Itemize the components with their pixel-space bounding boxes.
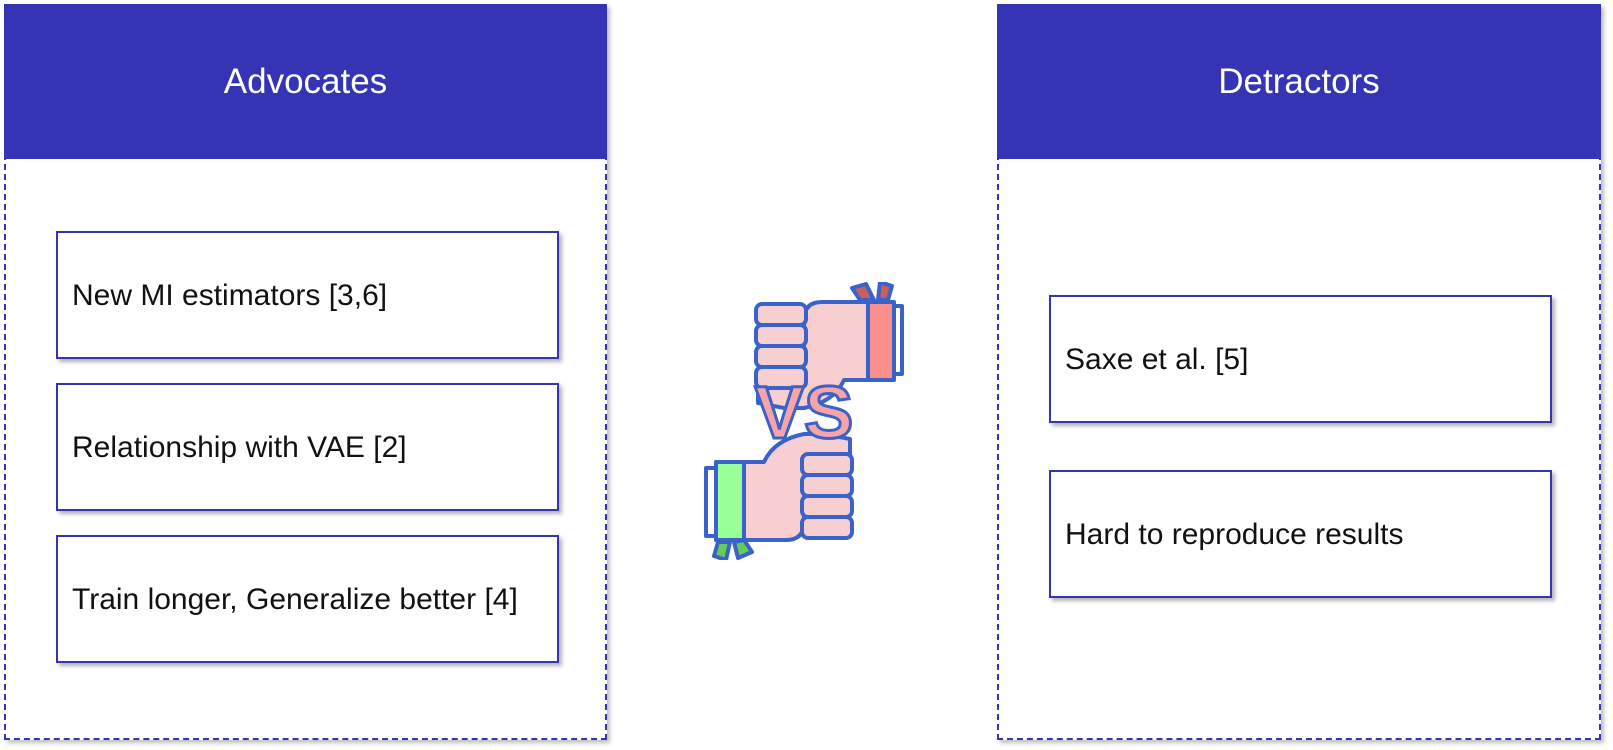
advocate-item: New MI estimators [3,6] — [56, 231, 559, 359]
advocate-item: Relationship with VAE [2] — [56, 383, 559, 511]
left-fist-icon — [704, 432, 854, 560]
vs-label: VS — [755, 371, 854, 454]
detractors-panel: Detractors Saxe et al. [5] Hard to repro… — [997, 4, 1601, 740]
advocate-item: Train longer, Generalize better [4] — [56, 535, 559, 663]
advocates-header: Advocates — [4, 4, 607, 159]
fist-bump-vs-icon: VS — [704, 282, 904, 560]
detractor-item: Hard to reproduce results — [1049, 470, 1552, 598]
detractor-item: Saxe et al. [5] — [1049, 295, 1552, 423]
detractors-header: Detractors — [997, 4, 1601, 159]
right-fist-icon — [754, 282, 904, 410]
advocates-panel: Advocates New MI estimators [3,6] Relati… — [4, 4, 607, 740]
